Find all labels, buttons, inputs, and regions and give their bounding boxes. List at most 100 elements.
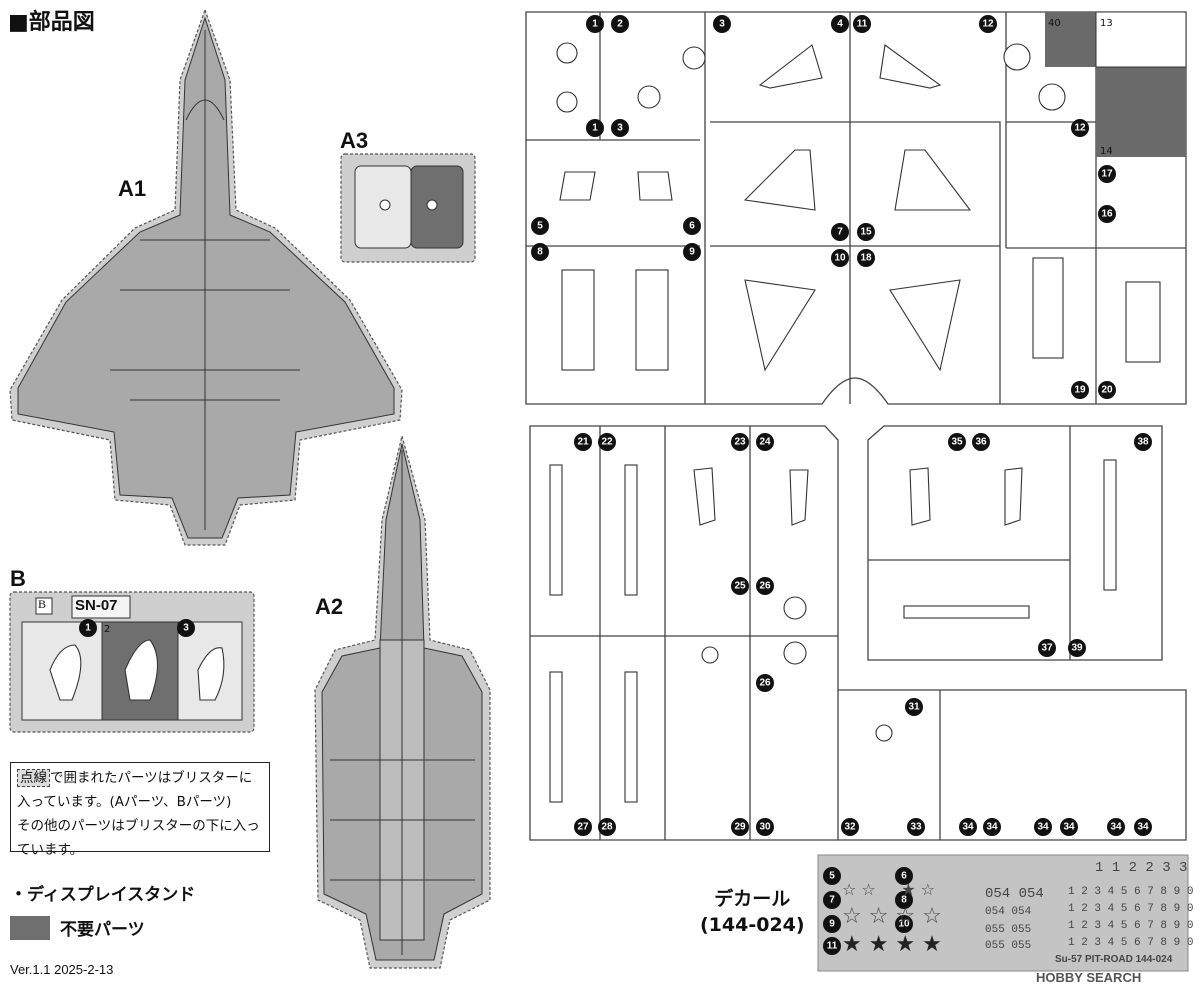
part-number-badge: [1098, 165, 1116, 183]
part-number-text: 34: [986, 822, 998, 833]
decal-footer: Su-57 PIT-ROAD 144-024: [1055, 954, 1173, 965]
part-number-badge: [586, 15, 604, 33]
part-number-badge: [598, 818, 616, 836]
part-number-badge: [831, 223, 849, 241]
unneeded-label: 不要パーツ: [60, 920, 145, 940]
display-stand-label: ・ディスプレイスタンド: [10, 885, 196, 905]
decal-digits-2: 1 2 3 4 5 6 7 8 9 0: [1068, 903, 1194, 915]
part-number-text: 36: [975, 437, 987, 448]
part-number-text: 23: [734, 437, 746, 448]
decal-stars-3: ★ ★ ★ ★: [842, 932, 942, 957]
part-number-text: 12: [982, 19, 994, 30]
part-number-badge: [1034, 818, 1052, 836]
part-number-text: 16: [1101, 209, 1113, 220]
part-number-badge: [756, 818, 774, 836]
part-number-badge: [598, 433, 616, 451]
part-number-badge: [905, 698, 923, 716]
blister-b-badge-text: 1: [85, 623, 91, 634]
blister-b-badge: [79, 619, 97, 637]
part-number-badge: [979, 15, 997, 33]
part-number-badge: [574, 433, 592, 451]
part-number-text: 26: [759, 678, 771, 689]
part-number-badge: [853, 15, 871, 33]
part-number-text: 39: [1071, 643, 1083, 654]
decal-top-right: 1 1 2 2 3 3: [1095, 860, 1188, 876]
plane-a1: [9, 8, 403, 546]
part-number-badge: [857, 223, 875, 241]
decal-054b: 054 054: [985, 906, 1032, 918]
part-number-text: 31: [908, 702, 920, 713]
part-number-badge: [731, 818, 749, 836]
decal-title: デカール (144-024): [700, 886, 805, 938]
part-number-text: 28: [601, 822, 613, 833]
a3-small-14: 14: [1100, 146, 1113, 157]
part-number-text: 15: [860, 227, 872, 238]
blister-b-code: SN-07: [75, 597, 118, 614]
blister-b-badge-text: 3: [183, 623, 189, 634]
part-number-text: 17: [1101, 169, 1113, 180]
part-number-badge: [1107, 818, 1125, 836]
part-number-badge: [857, 249, 875, 267]
part-number-badge: [1134, 818, 1152, 836]
note-line1: で囲まれたパーツはブリスターに: [50, 770, 253, 786]
part-number-badge: [756, 674, 774, 692]
blister-a3: [340, 153, 476, 263]
runner-upper: [525, 11, 1187, 405]
note-line4: ています。: [17, 842, 84, 858]
part-number-text: 4: [837, 19, 843, 30]
decal-stars-2: ☆ ☆ ☆ ☆: [842, 904, 942, 929]
part-number-badge: [731, 577, 749, 595]
note-line3: その他のパーツはブリスターの下に入っ: [17, 818, 260, 834]
part-number-text: 10: [898, 919, 910, 930]
label-a2: A2: [315, 594, 344, 619]
part-number-badge: [823, 937, 841, 955]
blister-b: [9, 591, 255, 733]
part-number-badge: [895, 867, 913, 885]
unneeded-swatch: [10, 915, 50, 940]
part-number-text: 34: [1110, 822, 1122, 833]
part-number-text: 29: [734, 822, 746, 833]
decal-054a: 054 054: [985, 886, 1044, 902]
decal-title-text: デカール: [714, 888, 791, 910]
part-number-badge: [823, 891, 841, 909]
part-number-text: 9: [689, 247, 695, 258]
decal-055b: 055 055: [985, 940, 1032, 952]
part-number-text: 25: [734, 581, 746, 592]
part-number-text: 34: [1063, 822, 1075, 833]
note-key: 点線: [17, 769, 50, 787]
part-number-badge: [683, 243, 701, 261]
part-number-text: 21: [577, 437, 589, 448]
part-number-text: 24: [759, 437, 771, 448]
part-number-badge: [983, 818, 1001, 836]
decal-digits-3: 1 2 3 4 5 6 7 8 9 0: [1068, 920, 1194, 932]
part-number-text: 7: [837, 227, 843, 238]
part-number-text: 38: [1137, 437, 1149, 448]
part-number-text: 35: [951, 437, 963, 448]
decal-sheet: [817, 854, 1189, 972]
part-number-text: 10: [834, 253, 846, 264]
decal-code: (144-024): [700, 914, 805, 936]
part-number-badge: [1071, 381, 1089, 399]
part-number-text: 11: [827, 941, 838, 952]
part-number-badge: [831, 15, 849, 33]
part-number-text: 6: [689, 221, 695, 232]
part-number-badge: [531, 243, 549, 261]
part-number-badge: [895, 891, 913, 909]
part-number-text: 6: [901, 871, 907, 882]
part-number-text: 1: [592, 123, 598, 134]
blister-b-num2: 2: [104, 624, 111, 635]
part-number-badge: [731, 433, 749, 451]
part-number-badge: [895, 915, 913, 933]
part-number-badge: [756, 577, 774, 595]
part-number-badge: [907, 818, 925, 836]
part-number-badge: [1038, 639, 1056, 657]
part-number-badge: [1098, 381, 1116, 399]
part-number-badge: [611, 119, 629, 137]
part-number-badge: [972, 433, 990, 451]
part-number-badge: [586, 119, 604, 137]
part-number-text: 5: [537, 221, 543, 232]
page-title: ■部品図: [8, 10, 95, 35]
part-number-text: 11: [857, 19, 868, 30]
